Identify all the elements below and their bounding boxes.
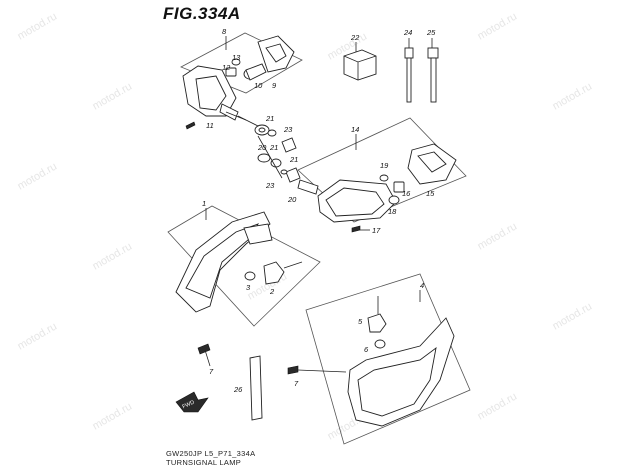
rear-lamp-lens-right [357, 346, 437, 417]
callout-13: 13 [232, 53, 241, 62]
group-box-4 [305, 273, 471, 445]
spacer [281, 137, 297, 153]
watermark-text: motod.ru [16, 160, 60, 192]
forward-arrow: FWD [175, 391, 209, 413]
callout-21: 21 [289, 155, 298, 164]
group-strip-26 [249, 355, 263, 421]
watermark-text: motod.ru [551, 80, 595, 112]
callout-17: 17 [372, 226, 381, 235]
callout-12: 12 [222, 63, 231, 72]
screw [185, 121, 196, 130]
spacer [285, 167, 301, 183]
callout-5: 5 [358, 317, 363, 326]
watermark-text: motod.ru [91, 400, 135, 432]
bulb [374, 339, 386, 349]
screw [351, 225, 361, 233]
watermark-text: motod.ru [91, 80, 135, 112]
callout-23: 23 [265, 181, 275, 190]
callout-21: 21 [269, 143, 278, 152]
watermark-text: motod.ru [91, 240, 135, 272]
callout-7: 7 [209, 367, 214, 376]
callout-8: 8 [222, 27, 227, 36]
clamp-band [430, 57, 437, 103]
callout-24: 24 [403, 28, 412, 37]
watermark-text: motod.ru [476, 10, 520, 42]
callout-3: 3 [246, 283, 251, 292]
protector-strip [249, 355, 263, 421]
group-front-right-lamp [297, 117, 467, 233]
watermark-text: motod.ru [16, 320, 60, 352]
callout-26: 26 [233, 385, 243, 394]
bulb [231, 58, 241, 66]
callout-6: 6 [364, 345, 369, 354]
callout-20: 20 [287, 195, 297, 204]
group-relay [343, 42, 377, 81]
bulb [244, 271, 256, 281]
grommet [388, 195, 400, 205]
callout-19: 19 [380, 161, 389, 170]
group-washers [237, 115, 301, 183]
callout-18: 18 [388, 207, 397, 216]
callout-23: 23 [283, 125, 293, 134]
callout-21: 21 [265, 114, 274, 123]
screw [197, 343, 211, 355]
callout-11: 11 [206, 121, 214, 130]
callout-22: 22 [350, 33, 360, 42]
turn-signal-relay [343, 49, 377, 81]
callout-2: 2 [269, 287, 275, 296]
group-rear-right-lamp [287, 273, 471, 445]
screw [287, 365, 299, 375]
callout-9: 9 [272, 81, 277, 90]
group-box-1 [167, 205, 321, 327]
nut [267, 129, 277, 137]
bulb-socket [263, 261, 285, 285]
nut [270, 158, 282, 168]
bulb-socket [225, 67, 237, 77]
watermark-text: motod.ru [551, 300, 595, 332]
callout-16: 16 [402, 189, 411, 198]
washer [257, 153, 271, 163]
group-rear-left-lamp [167, 205, 321, 367]
forward-arrow-label: FWD [182, 400, 196, 411]
watermark-layer: motod.ru motod.ru motod.ru motod.ru moto… [16, 10, 595, 442]
callout-1: 1 [202, 199, 206, 208]
group-clamp-25 [427, 38, 439, 103]
group-front-left-lamp [180, 32, 303, 130]
clamp-head [404, 47, 414, 59]
watermark-text: motod.ru [16, 10, 60, 42]
callout-10: 10 [254, 81, 263, 90]
callout-15: 15 [426, 189, 435, 198]
bulb [379, 174, 389, 182]
group-clamp-24 [404, 38, 414, 103]
callout-20: 20 [257, 143, 267, 152]
callout-layer: 8 13 12 9 10 11 22 24 25 14 21 23 20 21 … [202, 27, 436, 394]
callout-7: 7 [294, 379, 299, 388]
callout-14: 14 [351, 125, 359, 134]
diagram-caption: TURNSIGNAL LAMP [166, 458, 242, 467]
bulb-socket [367, 313, 387, 333]
lamp-lens-left [195, 75, 227, 111]
watermark-text: motod.ru [476, 390, 520, 422]
figure-title: FIG.334A [163, 4, 241, 23]
lamp-lens-right [325, 187, 385, 217]
callout-25: 25 [426, 28, 436, 37]
bulb-socket [393, 181, 405, 193]
diagram-code: GW250JP L5_P71_334A [166, 449, 256, 458]
clamp-band [406, 57, 412, 103]
callout-4: 4 [420, 281, 424, 290]
watermark-text: motod.ru [476, 220, 520, 252]
clamp-head [427, 47, 439, 59]
